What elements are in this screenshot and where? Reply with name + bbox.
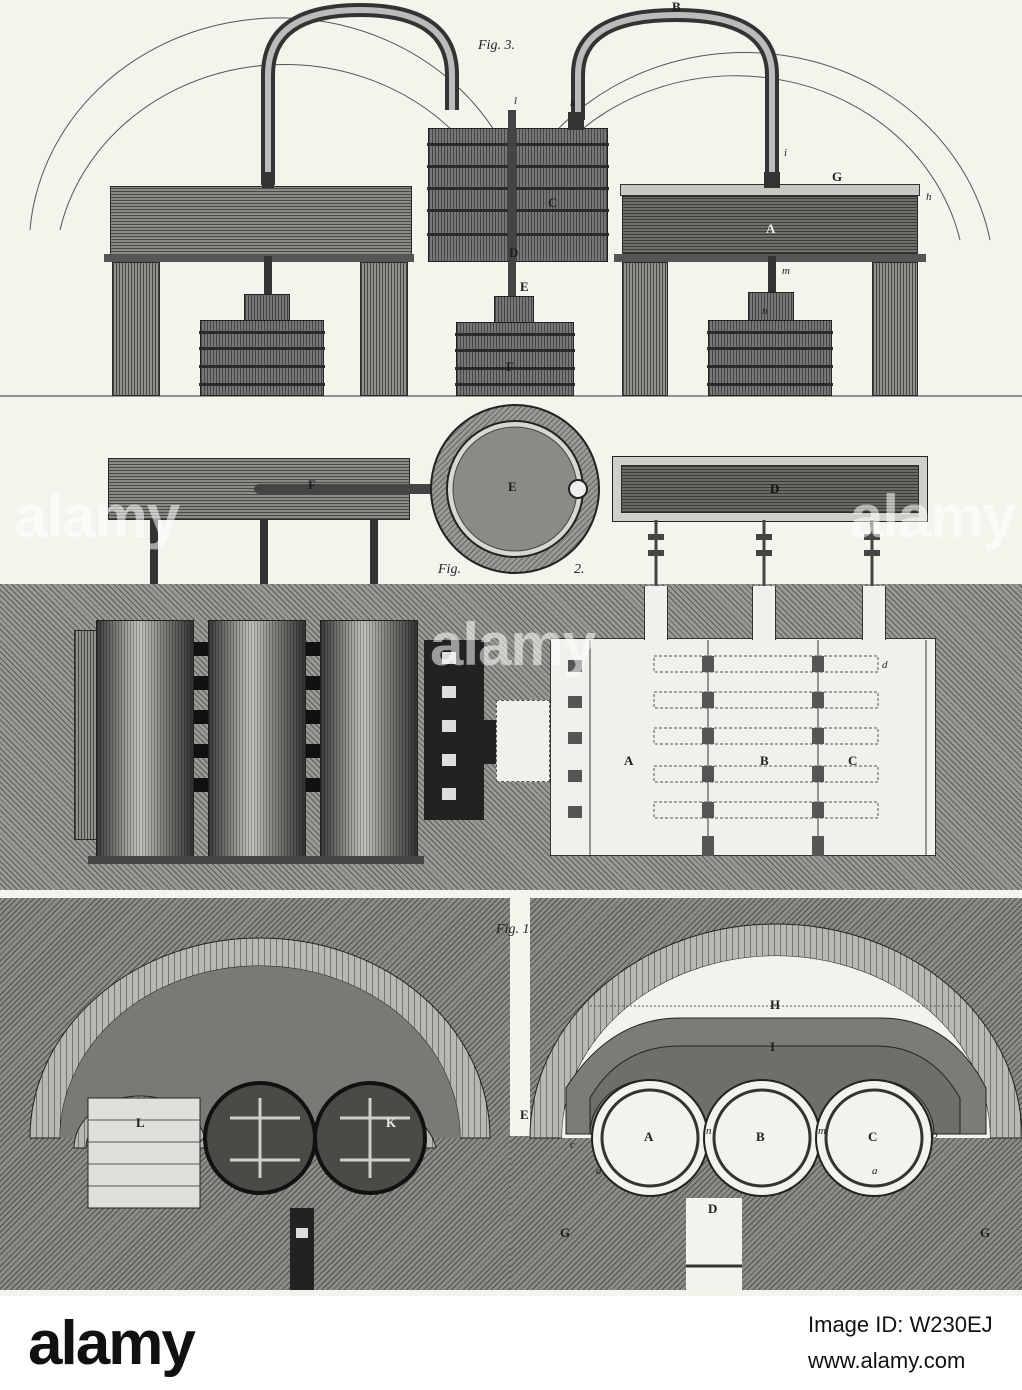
fig2-left-pipe-1 <box>150 520 158 620</box>
fig3-right-leg-b <box>872 262 918 396</box>
fig2-cylinder-2 <box>208 620 306 858</box>
fig1-arches <box>29 923 1022 1290</box>
fig3-rod-D <box>508 110 516 300</box>
fig2-label-A: A <box>624 753 634 768</box>
fig3-right-tub <box>707 320 833 396</box>
image-id: Image ID: W230EJ <box>808 1312 993 1337</box>
fig3-label-D: D <box>509 245 519 260</box>
fig2-pipe <box>254 484 454 494</box>
fig1-label-a-left: a <box>596 1165 602 1177</box>
fig2-cylinder-1 <box>96 620 194 858</box>
stock-banner: alamy Image ID: W230EJ www.alamy.com <box>0 1296 1022 1390</box>
fig2-label-F: F <box>308 477 316 492</box>
fig1-label-H: H <box>770 997 781 1012</box>
fig1-caption: Fig. 1. <box>496 922 533 937</box>
watermark-left: alamy <box>14 483 180 550</box>
fig3-left-press-top <box>110 186 412 256</box>
fig1-label-I: I <box>770 1039 776 1054</box>
fig2-left-pipe-2 <box>260 520 268 620</box>
fig3-left-spout <box>264 256 272 296</box>
fig1-label-A: A <box>644 1129 654 1144</box>
fig1-label-G-left: G <box>560 1225 571 1240</box>
fig3-left-cup <box>244 294 290 322</box>
fig2-left-firebox-openings <box>442 652 456 800</box>
fig1-label-a-right: a <box>872 1165 878 1177</box>
fig3-center-tub-F <box>455 322 575 396</box>
fig1-label-E: E <box>520 1107 529 1122</box>
fig3-arch-lines <box>0 2 1022 397</box>
fig2-cylinder-3 <box>320 620 418 858</box>
fig3-label-G: G <box>832 169 843 184</box>
fig3-label-E: E <box>520 279 529 294</box>
fig3-vat-C <box>427 128 609 262</box>
fig2-label-C: C <box>848 753 858 768</box>
fig3-right-spout-m <box>768 256 776 296</box>
fig1-label-G-right: G <box>980 1225 991 1240</box>
fig2-label-d: d <box>882 659 888 671</box>
fig1-label-L: L <box>136 1115 145 1130</box>
fig3-label-l: l <box>514 95 518 107</box>
brand-logo: alamy <box>28 1309 196 1378</box>
fig3-right-cup-n <box>748 292 794 322</box>
fig2-plan-shaft-3 <box>862 586 886 640</box>
fig1-label-n: n <box>706 1125 712 1137</box>
fig1-label-K: K <box>386 1115 397 1130</box>
fig3-label-A: A <box>766 221 776 236</box>
fig2-round-vat-E <box>430 404 600 574</box>
fig3-label-n: n <box>762 305 768 317</box>
fig2-left-base <box>88 856 424 864</box>
fig2-left-grate-blocks <box>194 642 320 792</box>
fig3-caption: Fig. 3. <box>478 38 515 53</box>
fig3-label-B: B <box>672 0 681 14</box>
fig2-left-pipe-3 <box>370 520 378 620</box>
fig3-label-h: h <box>926 191 932 203</box>
fig2-caption-left: Fig. <box>438 562 461 577</box>
fig1-label-o: o <box>932 1129 938 1141</box>
fig2-plan-room <box>550 638 936 856</box>
fig2-plan-shaft-2 <box>752 586 776 640</box>
fig3-left-press-rail <box>104 254 414 262</box>
fig3-left-tube-joint <box>262 172 274 188</box>
fig2-label-B: B <box>760 753 769 768</box>
fig2-right-flue <box>496 700 550 782</box>
fig3-right-press-A <box>622 196 918 254</box>
site-url: www.alamy.com <box>808 1348 966 1373</box>
fig1-label-m: m <box>818 1125 826 1137</box>
fig2-plan-shaft-1 <box>644 586 668 640</box>
fig3-right-leg-a <box>622 262 668 396</box>
fig3-left-leg-b <box>360 262 408 396</box>
fig2-label-D: D <box>770 481 780 496</box>
fig3-right-tube-joint <box>764 172 780 188</box>
fig2-plan-details <box>568 520 927 856</box>
fig1-label-B: B <box>756 1129 765 1144</box>
fig3-label-m: m <box>782 265 790 277</box>
fig1-label-c: c <box>570 1139 575 1151</box>
fig1-label-D: D <box>708 1201 718 1216</box>
watermark-right: alamy <box>850 483 1016 550</box>
fig3-tube-k <box>568 112 584 130</box>
fig2-trough-D <box>612 456 928 522</box>
fig3-left-leg-a <box>112 262 160 396</box>
fig2-caption-right: 2. <box>574 562 585 577</box>
fig3-left-tub <box>199 320 325 396</box>
fig3-label-C: C <box>548 195 558 210</box>
fig2-label-E: E <box>508 479 517 494</box>
fig3-label-F: F <box>506 359 514 374</box>
fig3-label-k: k <box>570 97 575 109</box>
fig1-label-C: C <box>868 1129 878 1144</box>
fig3-center-cup <box>494 296 534 324</box>
watermark-center: alamy <box>430 611 596 678</box>
fig3-label-i: i <box>784 147 788 159</box>
